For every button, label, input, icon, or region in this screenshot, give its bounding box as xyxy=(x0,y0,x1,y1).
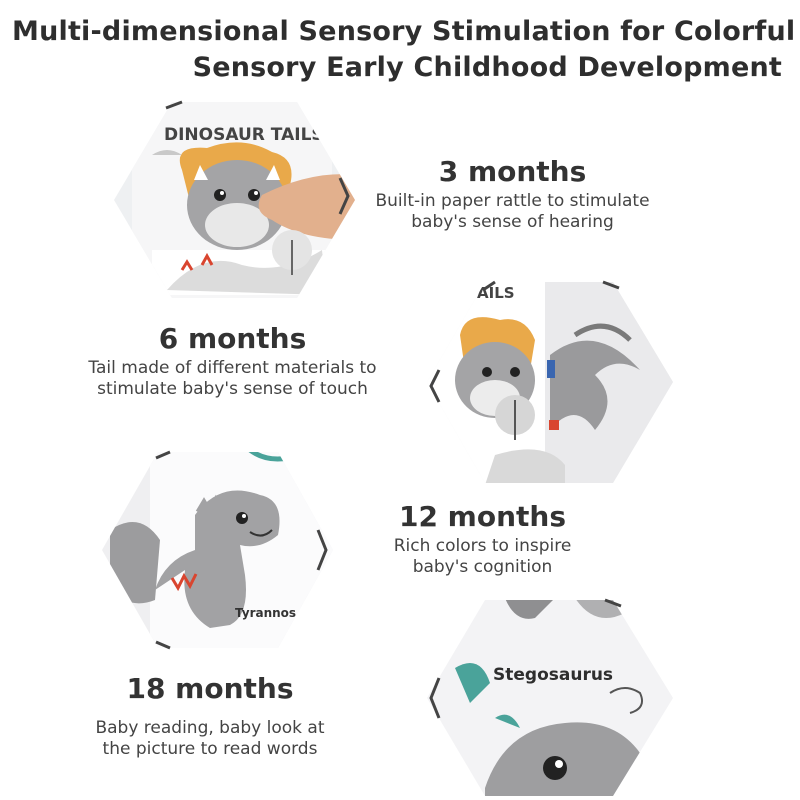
photo-18-months: Stegosaurus xyxy=(425,598,675,798)
stage-description-line: Built-in paper rattle to stimulate xyxy=(375,191,650,211)
title-line-2: Sensory Early Childhood Development xyxy=(192,52,782,83)
stage-description: Built-in paper rattle to stimulate baby'… xyxy=(355,191,670,233)
chevron-left-icon xyxy=(429,369,441,403)
photo-12-months: Tyrannos xyxy=(100,450,335,650)
stage-description-line: baby's sense of hearing xyxy=(411,212,614,232)
stage-description-line: Rich colors to inspire xyxy=(393,536,572,556)
stage-description: Rich colors to inspire baby's cognition xyxy=(375,536,590,578)
chevron-right-icon xyxy=(316,529,328,571)
stage-description-line: Tail made of different materials to xyxy=(88,358,377,378)
book-title-text: DINOSAUR TAILS xyxy=(164,125,324,145)
stage-18-months: 18 months Baby reading, baby look at the… xyxy=(70,672,350,760)
stage-description-line: Baby reading, baby look at xyxy=(95,718,325,738)
dino-tail xyxy=(550,340,640,430)
stage-description: Baby reading, baby look at the picture t… xyxy=(70,718,350,760)
stage-12-months: 12 months Rich colors to inspire baby's … xyxy=(375,500,590,578)
book-title-text: Tyrannos xyxy=(235,606,296,620)
stage-description: Tail made of different materials to stim… xyxy=(60,358,405,400)
chevron-right-icon xyxy=(338,177,350,215)
stage-6-months: 6 months Tail made of different material… xyxy=(60,322,405,400)
stegosaurus-head xyxy=(485,722,645,796)
stage-description-line: stimulate baby's sense of touch xyxy=(97,379,368,399)
stage-months-label: 18 months xyxy=(126,672,294,705)
stage-description-line: baby's cognition xyxy=(412,557,553,577)
photo-6-months: AILS xyxy=(425,280,675,485)
stage-months-label: 3 months xyxy=(438,155,587,188)
finger xyxy=(258,174,355,240)
stage-months-label: 6 months xyxy=(158,322,307,355)
page-title: Multi-dimensional Sensory Stimulation fo… xyxy=(12,14,796,86)
stage-description-line: the picture to read words xyxy=(102,739,318,759)
book-title-text: AILS xyxy=(477,284,515,302)
photo-3-months: DINOSAUR TAILS xyxy=(112,100,357,300)
book-title-text: Stegosaurus xyxy=(493,665,613,685)
stage-months-label: 12 months xyxy=(398,500,567,533)
title-line-1: Multi-dimensional Sensory Stimulation fo… xyxy=(12,16,796,47)
chevron-left-icon xyxy=(429,677,441,719)
t-rex-body xyxy=(155,490,280,628)
stage-3-months: 3 months Built-in paper rattle to stimul… xyxy=(355,155,670,233)
